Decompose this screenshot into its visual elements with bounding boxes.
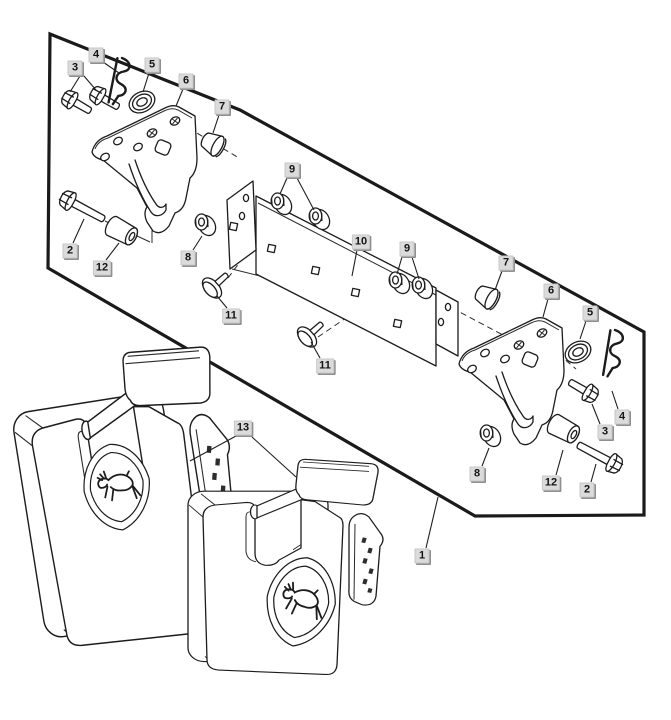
- leader-line-5: [579, 320, 587, 340]
- leader-line-8: [192, 235, 203, 251]
- part-washer-left: [124, 86, 160, 118]
- leader-line-11: [310, 341, 321, 359]
- callout-9[interactable]: 9: [399, 241, 415, 257]
- callout-2[interactable]: 2: [579, 482, 595, 498]
- leader-line-9: [296, 177, 315, 211]
- callout-6[interactable]: 6: [543, 283, 559, 299]
- callout-4[interactable]: 4: [614, 409, 630, 425]
- callout-3[interactable]: 3: [67, 60, 83, 76]
- part-flange-nut-left: [194, 211, 220, 240]
- part-cap-right: [471, 280, 504, 313]
- leader-line-5: [142, 72, 150, 93]
- leader-line-11: [216, 295, 228, 309]
- callout-3[interactable]: 3: [597, 424, 613, 440]
- callout-9[interactable]: 9: [284, 162, 300, 178]
- leader-lines: [69, 61, 619, 549]
- part-bolt-short-right: [564, 373, 602, 407]
- leader-line-6: [542, 298, 549, 318]
- callout-5[interactable]: 5: [582, 305, 598, 321]
- leader-line-3: [69, 75, 81, 93]
- leader-line-2: [590, 463, 597, 483]
- callout-11[interactable]: 11: [316, 358, 334, 374]
- part-spacer-left: [102, 213, 142, 249]
- callout-11[interactable]: 11: [222, 308, 240, 324]
- part-channel-bracket: [226, 180, 459, 367]
- callout-5[interactable]: 5: [144, 57, 160, 73]
- callout-12[interactable]: 12: [541, 475, 561, 491]
- leader-line-13: [251, 436, 297, 478]
- part-bolt-long-right: [572, 435, 627, 477]
- callout-2[interactable]: 2: [62, 243, 78, 259]
- leader-line-1: [425, 496, 439, 549]
- leader-line-9: [396, 256, 403, 275]
- leader-line-3: [83, 75, 97, 91]
- callout-8[interactable]: 8: [469, 466, 485, 482]
- leader-line-4: [611, 390, 619, 410]
- leader-line-13: [189, 435, 237, 462]
- callout-1[interactable]: 1: [414, 548, 430, 564]
- leader-line-7: [212, 114, 220, 134]
- part-carriage-bolt-2: [292, 313, 331, 352]
- callout-8[interactable]: 8: [180, 250, 196, 266]
- leader-line-12: [105, 242, 120, 261]
- callout-13[interactable]: 13: [233, 420, 253, 436]
- part-bolt-short-left-1: [58, 86, 96, 120]
- part-bolt-short-left-2: [86, 82, 124, 116]
- part-hairpin-right: [601, 328, 626, 380]
- part-flange-nut-right: [479, 422, 505, 451]
- callout-6[interactable]: 6: [178, 73, 194, 89]
- leader-line-2: [72, 218, 85, 244]
- leader-line-7: [494, 270, 503, 291]
- exploded-view-boundary: [46, 31, 646, 518]
- callout-10[interactable]: 10: [351, 234, 371, 250]
- leader-line-10: [351, 249, 358, 277]
- leader-line-8: [481, 447, 490, 467]
- callout-7[interactable]: 7: [498, 255, 514, 271]
- part-bracket-left: [91, 105, 198, 234]
- leader-line-4: [102, 61, 120, 74]
- callout-4[interactable]: 4: [88, 47, 104, 63]
- part-washer-right: [560, 336, 596, 368]
- leader-line-6: [175, 88, 184, 107]
- leader-line-3: [591, 403, 601, 425]
- callout-12[interactable]: 12: [92, 260, 112, 276]
- leader-line-12: [555, 449, 564, 476]
- part-cap-left: [197, 127, 230, 160]
- leader-line-9: [279, 177, 288, 195]
- leader-line-9: [411, 256, 420, 280]
- callout-7[interactable]: 7: [214, 99, 230, 115]
